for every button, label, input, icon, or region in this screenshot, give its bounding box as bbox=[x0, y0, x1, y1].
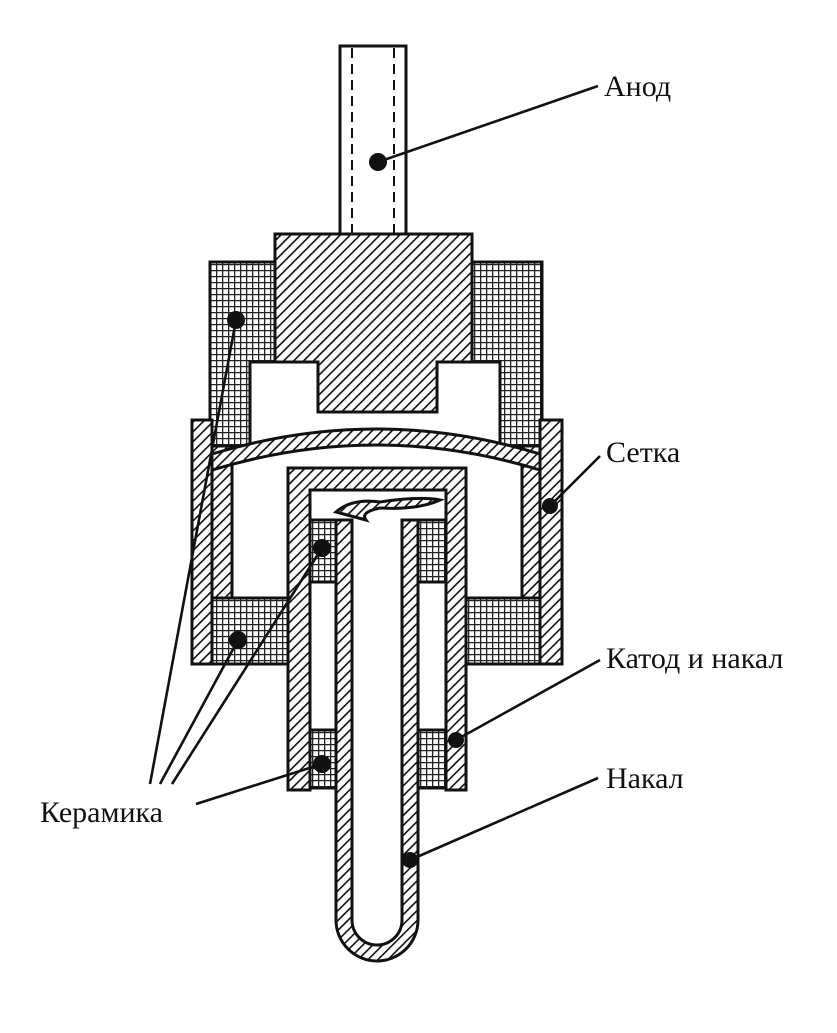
label-anode: Анод bbox=[604, 70, 671, 103]
leader-grid bbox=[542, 455, 601, 514]
lower-ceramic-ring bbox=[210, 596, 542, 666]
leader-ceramic bbox=[148, 311, 331, 806]
heater-tube bbox=[332, 496, 445, 963]
cathode-cup bbox=[286, 466, 468, 792]
anode-block bbox=[273, 232, 474, 414]
leader-anode bbox=[369, 84, 599, 171]
grid-structure bbox=[190, 418, 564, 666]
label-heater: Накал bbox=[606, 762, 684, 795]
leader-cathode-heater bbox=[448, 658, 601, 748]
inner-ceramics bbox=[308, 518, 448, 790]
label-cathode-heater: Катод и накал bbox=[606, 642, 783, 675]
label-ceramic: Керамика bbox=[40, 796, 163, 829]
label-grid: Сетка bbox=[606, 436, 680, 469]
anode-rod bbox=[338, 44, 408, 238]
leader-heater bbox=[402, 776, 599, 868]
